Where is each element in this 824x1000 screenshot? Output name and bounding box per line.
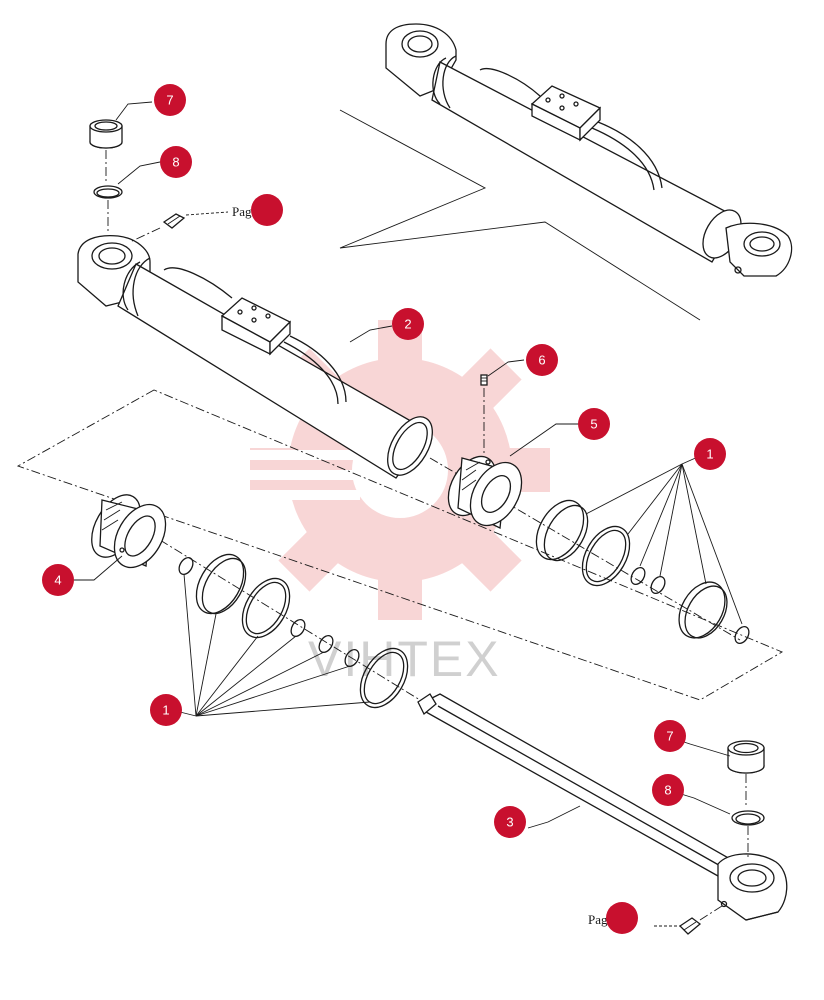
- grease-nipple-top: [129, 211, 229, 243]
- callout-3[interactable]: 3: [494, 806, 526, 838]
- svg-text:2: 2: [404, 317, 411, 332]
- callout-6[interactable]: 6: [526, 344, 558, 376]
- callout-8-bottom[interactable]: 8: [652, 774, 684, 806]
- piston-rod-part: [417, 693, 788, 921]
- svg-text:8: 8: [664, 783, 671, 798]
- piston-part: [447, 455, 523, 529]
- exploded-group-outline: [16, 389, 784, 701]
- svg-text:5: 5: [590, 417, 597, 432]
- svg-text:1: 1: [706, 447, 713, 462]
- callout-2[interactable]: 2: [392, 308, 424, 340]
- cylinder-barrel-part: [77, 234, 433, 479]
- cylinder-assembly-view: [339, 23, 793, 321]
- bushing-part-top: [89, 119, 123, 182]
- svg-text:1: 1: [162, 703, 169, 718]
- set-screw-part: [480, 374, 488, 456]
- callout-4[interactable]: 4: [42, 564, 74, 596]
- snap-ring-part-bottom: [731, 810, 765, 860]
- callout-8-top[interactable]: 8: [160, 146, 192, 178]
- callout-7-bottom[interactable]: 7: [654, 720, 686, 752]
- svg-text:8: 8: [172, 155, 179, 170]
- svg-text:4: 4: [54, 573, 61, 588]
- svg-text:3: 3: [506, 815, 513, 830]
- gland-part: [91, 494, 167, 569]
- snap-ring-part-top: [93, 185, 123, 232]
- svg-text:7: 7: [166, 93, 173, 108]
- seal-set-right: [535, 499, 750, 645]
- seal-set-left: [178, 553, 409, 709]
- svg-text:7: 7: [666, 729, 673, 744]
- callout-page-ref-top[interactable]: [251, 194, 283, 226]
- bushing-part-bottom: [727, 740, 765, 806]
- callout-7-top[interactable]: 7: [154, 84, 186, 116]
- callout-1-left[interactable]: 1: [150, 694, 182, 726]
- callout-page-ref-bottom[interactable]: [606, 902, 638, 934]
- callout-5[interactable]: 5: [578, 408, 610, 440]
- callout-1-right[interactable]: 1: [694, 438, 726, 470]
- svg-text:6: 6: [538, 353, 545, 368]
- grease-nipple-bottom: [654, 905, 723, 935]
- watermark-text: VIHTEX: [308, 631, 501, 687]
